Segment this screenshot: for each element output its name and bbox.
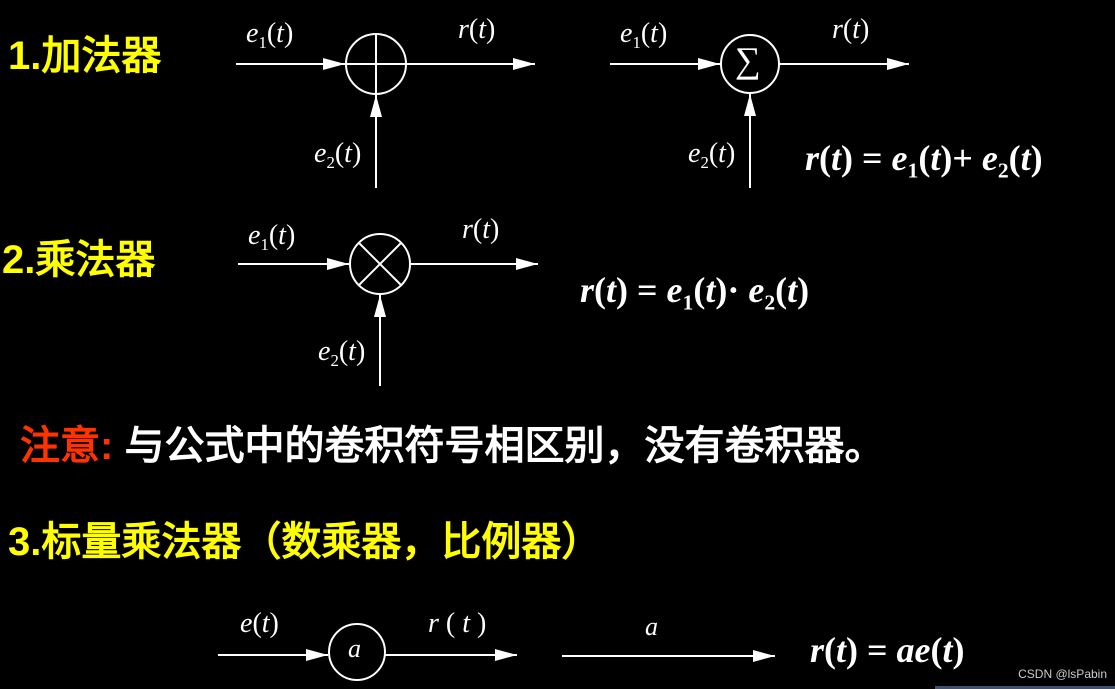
adder-r-label: r(t) (458, 14, 496, 45)
note-line: 注意: 与公式中的卷积符号相区别，没有卷积器。 (20, 426, 884, 466)
mult-r-label: r(t) (462, 214, 500, 245)
adder-e2-label: e2(t) (314, 138, 362, 172)
sigma-symbol: ∑ (735, 40, 761, 80)
bottom-bar (935, 686, 1115, 689)
adder-heading: 1.加法器 (8, 34, 162, 78)
scalar-heading: 3.标量乘法器（数乘器，比例器） (8, 520, 602, 564)
adder-equation: r(t) = e1(t)+ e2(t) (805, 138, 1043, 183)
scalar-e-label: e(t) (240, 608, 279, 639)
mult-e2-label: e2(t) (318, 336, 366, 370)
scalar-node (328, 623, 386, 681)
adder-e1-label: e1(t) (246, 18, 294, 52)
scalar-r-label: r ( t ) (428, 608, 487, 639)
sigma-e2-label: e2(t) (688, 138, 736, 172)
mult-e1-label: e1(t) (248, 220, 296, 254)
watermark: CSDN @lsPabin (1018, 667, 1107, 681)
scalar-equation: r(t) = ae(t) (810, 630, 965, 670)
multiplier-equation: r(t) = e1(t)· e2(t) (580, 270, 810, 315)
multiplier-heading: 2.乘法器 (2, 238, 156, 282)
sigma-e1-label: e1(t) (620, 18, 668, 52)
note-text: 与公式中的卷积符号相区别，没有卷积器。 (113, 424, 885, 468)
sigma-r-label: r(t) (832, 14, 870, 45)
scalar-node-label: a (348, 634, 361, 663)
note-label: 注意: (20, 424, 114, 468)
scalar-gain-label: a (645, 612, 658, 641)
